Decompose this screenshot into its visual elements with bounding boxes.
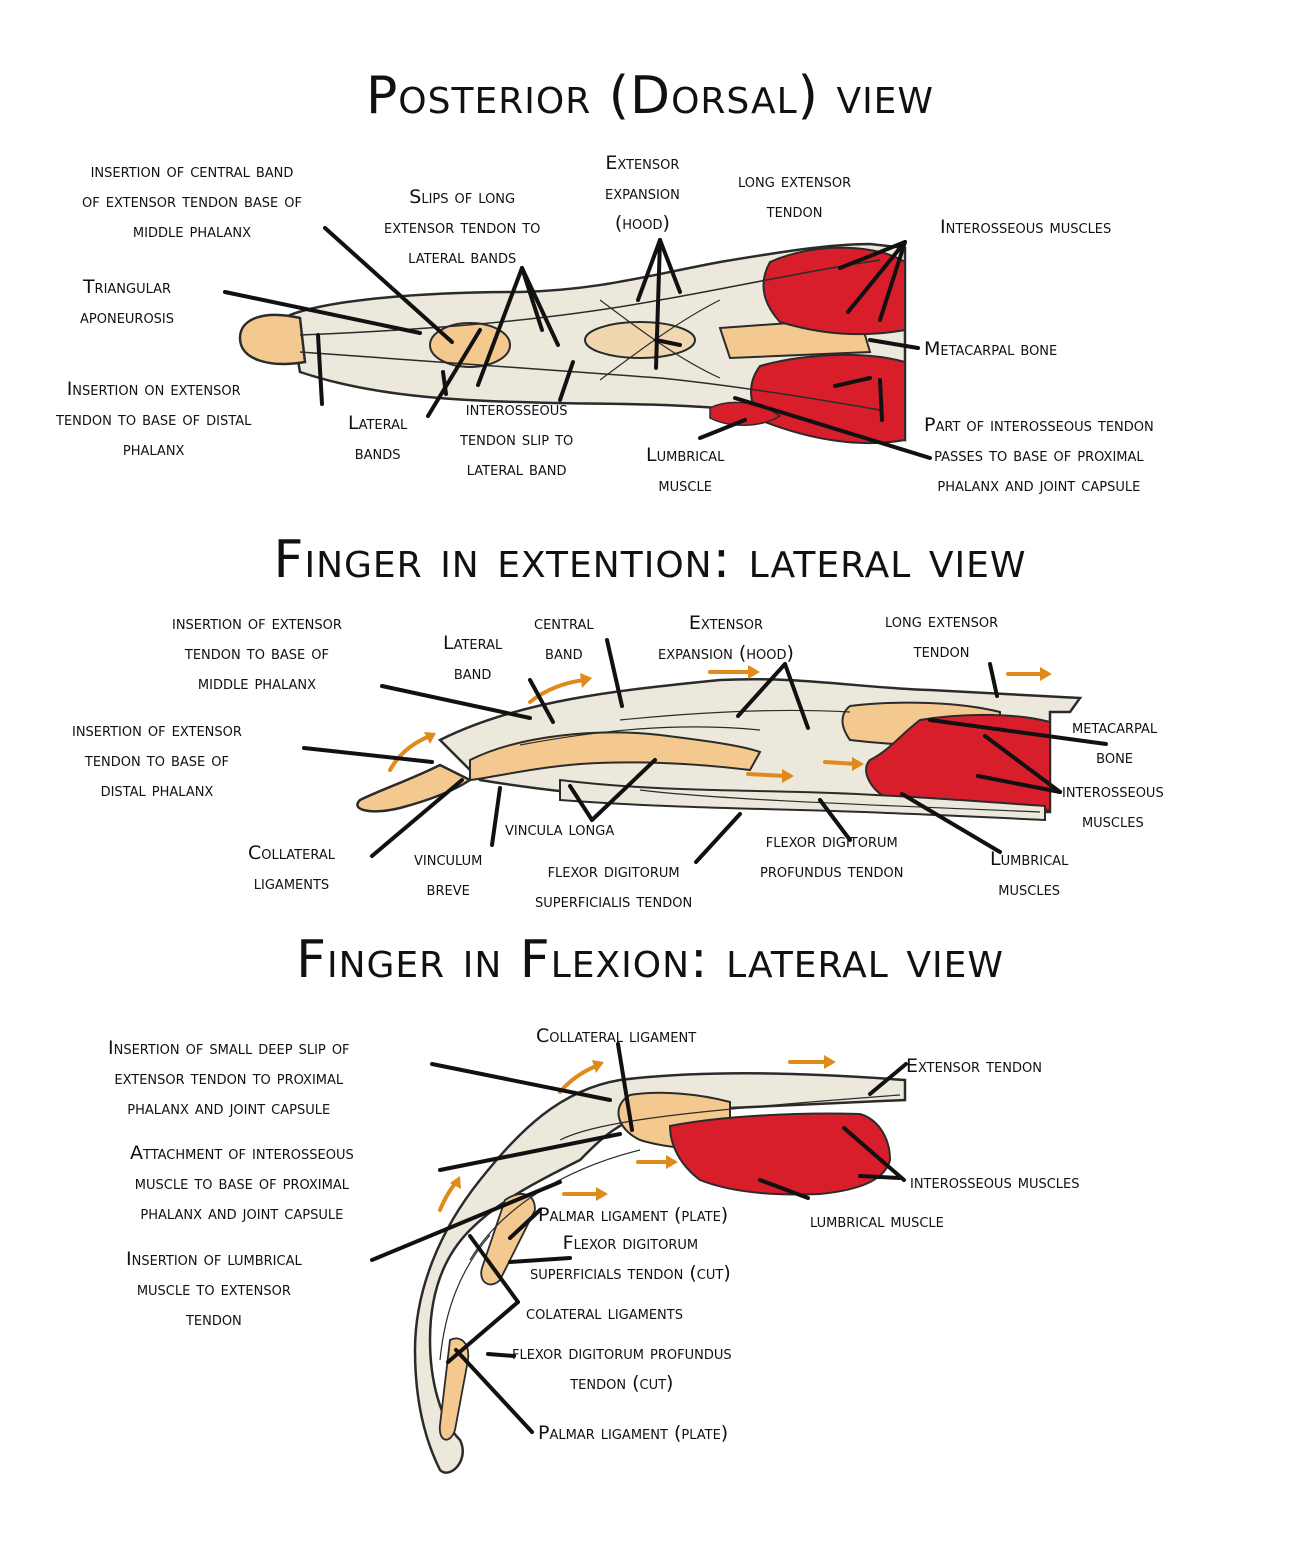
label-extensor-tendon: Extensor tendon: [906, 1055, 1042, 1077]
label-colateral-ligaments: colateral ligaments: [526, 1302, 683, 1324]
extension-arrow-6: [823, 760, 858, 766]
section-title-extension: Finger in extention: lateral view: [273, 530, 1027, 590]
posterior-distal-tip: [238, 313, 307, 366]
flexion-finger-outline: [413, 1071, 907, 1474]
leader-lines: [223, 226, 1108, 1434]
label-collateral-ligament: Collateral ligament: [536, 1025, 697, 1047]
section-title-posterior: Posterior (Dorsal) view: [365, 66, 935, 126]
label-lumbrical-muscle-3: lumbrical muscle: [810, 1210, 944, 1232]
posterior-proximal-phalanx: [584, 321, 696, 359]
extension-arrow-2: [528, 678, 587, 704]
extension-arrow-1: [388, 734, 432, 772]
posterior-interosseous-upper: [762, 246, 906, 336]
flexion-finger-drawing: [413, 1055, 907, 1474]
flexion-interosseous-muscle: [668, 1112, 892, 1196]
flexion-arrow-5: [438, 1180, 458, 1212]
label-palmar-ligament-top: Palmar ligament (plate): [538, 1204, 729, 1226]
extension-arrow-5: [746, 772, 788, 778]
flexion-distal-bone: [438, 1337, 470, 1441]
label-metacarpal-bone: Metacarpal bone: [924, 338, 1058, 360]
extension-phalanx-bones: [469, 731, 762, 782]
label-vincula-longa: vincula longa: [505, 818, 615, 840]
label-interosseous-muscles: Interosseous muscles: [940, 216, 1112, 238]
label-palmar-ligament-bottom: Palmar ligament (plate): [538, 1422, 729, 1444]
section-title-flexion: Finger in Flexion: lateral view: [296, 930, 1004, 990]
label-interosseous-muscles-3: interosseous muscles: [910, 1171, 1080, 1193]
extension-finger-drawing: [356, 665, 1083, 822]
extension-flexor-tendon: [559, 778, 1046, 822]
